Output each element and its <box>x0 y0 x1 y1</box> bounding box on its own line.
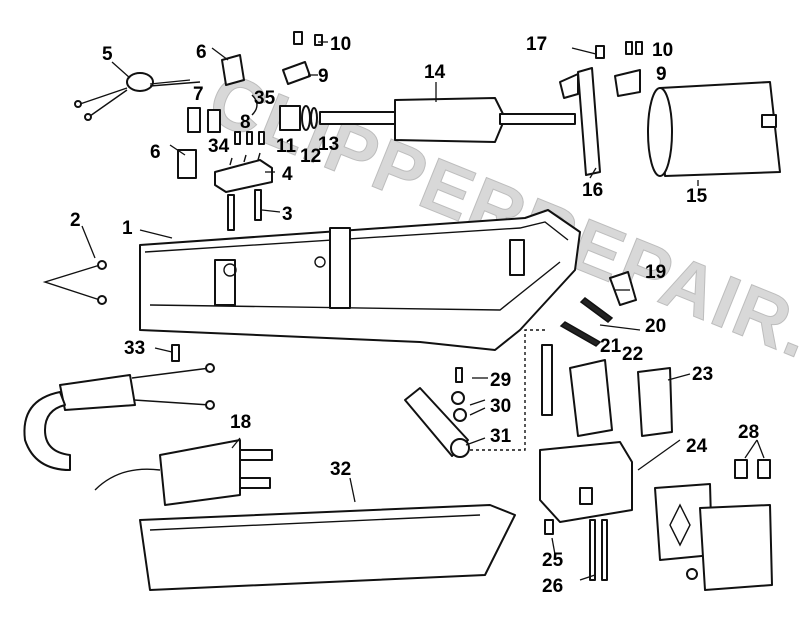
callout-2: 2 <box>70 210 81 231</box>
callout-4: 4 <box>282 164 293 185</box>
part-screws-lower <box>544 519 608 581</box>
callout-23: 23 <box>692 364 713 385</box>
callout-25: 25 <box>542 550 564 571</box>
part-screws-28 <box>734 459 771 479</box>
callout-28: 28 <box>738 422 759 443</box>
part-switch-housing <box>539 441 633 523</box>
callout-10-left: 10 <box>330 34 351 55</box>
callout-8: 8 <box>240 112 251 133</box>
part-blade-assembly <box>654 483 773 591</box>
callout-19: 19 <box>645 262 666 283</box>
part-field-coil <box>647 81 781 177</box>
callout-35: 35 <box>254 88 276 109</box>
callout-21: 21 <box>600 336 622 357</box>
callout-9-left: 9 <box>318 66 329 87</box>
callout-6-bottom: 6 <box>150 142 161 163</box>
part-fan-washers <box>279 105 318 131</box>
callout-12: 12 <box>300 146 321 167</box>
leader-lines <box>81 41 765 581</box>
part-lever-washers <box>404 329 545 458</box>
part-spring-clip <box>42 260 107 305</box>
part-terminal-block <box>214 152 273 193</box>
callout-5: 5 <box>102 44 113 65</box>
part-contact-spring <box>559 45 605 176</box>
part-bracket-right <box>614 41 643 97</box>
callout-16: 16 <box>582 180 603 201</box>
callout-9-right: 9 <box>656 64 667 85</box>
callout-14: 14 <box>424 62 446 83</box>
callout-18: 18 <box>230 412 251 433</box>
callout-20: 20 <box>645 316 666 337</box>
callout-13: 13 <box>318 134 339 155</box>
part-switch-parts <box>541 271 673 437</box>
callout-31: 31 <box>490 426 512 447</box>
callout-7: 7 <box>193 84 204 105</box>
part-brush-holders <box>177 54 265 179</box>
callout-17: 17 <box>526 34 547 55</box>
part-bottom-cover <box>139 504 516 591</box>
part-cap-wires <box>74 72 201 121</box>
callout-34: 34 <box>208 136 230 157</box>
callout-1: 1 <box>122 218 133 239</box>
part-plug-cord <box>94 439 273 506</box>
callout-30: 30 <box>490 396 511 417</box>
callout-33: 33 <box>124 338 145 359</box>
callout-15: 15 <box>686 186 708 207</box>
callout-22: 22 <box>622 344 643 365</box>
callout-3: 3 <box>282 204 293 225</box>
callout-29: 29 <box>490 370 511 391</box>
callout-32: 32 <box>330 459 351 480</box>
part-pins <box>227 189 262 231</box>
part-armature <box>319 97 576 143</box>
part-cord-strain-relief <box>23 344 215 471</box>
callout-11: 11 <box>276 136 297 157</box>
callout-6-top: 6 <box>196 42 207 63</box>
callout-26: 26 <box>542 576 563 597</box>
callout-10-right: 10 <box>652 40 673 61</box>
part-bracket-left <box>282 31 323 85</box>
part-housing <box>139 209 581 351</box>
callout-24: 24 <box>686 436 708 457</box>
